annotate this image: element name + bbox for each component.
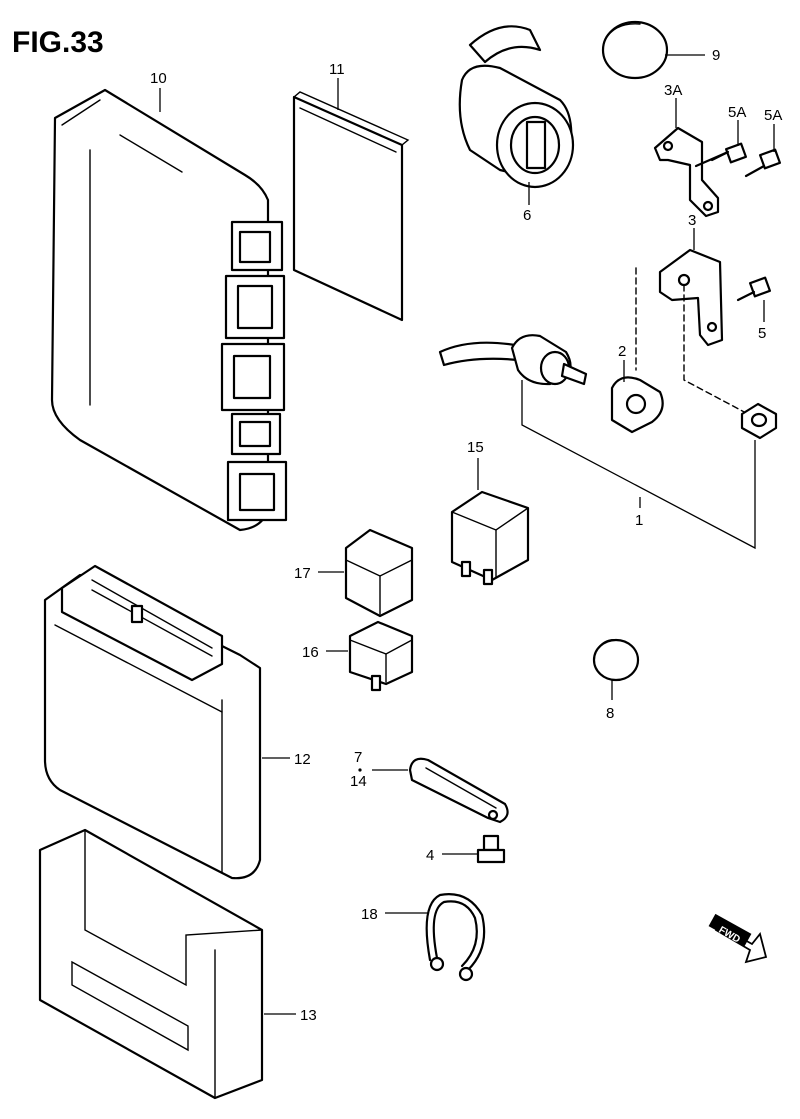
fwd-arrow-badge: FWD: [708, 913, 768, 964]
callout-11: 11: [329, 61, 345, 78]
part-8-grommet: [592, 638, 640, 682]
callout-7: 7: [354, 749, 362, 766]
callout-4: 4: [426, 847, 434, 864]
part-1-sensor: [438, 334, 588, 386]
part-13-cover: [38, 828, 264, 1100]
callout-7-14-dot: [358, 768, 362, 772]
callout-10: 10: [150, 70, 167, 87]
part-11-pad: [292, 91, 410, 322]
part-9-cap: [601, 20, 669, 80]
callout-15: 15: [467, 439, 484, 456]
figure-title: FIG.33: [12, 26, 104, 59]
part-2-clip: [610, 376, 664, 434]
alignment-line-b: [683, 284, 749, 415]
callout-2: 2: [618, 343, 626, 360]
callout-8: 8: [606, 705, 614, 722]
callout-9: 9: [712, 47, 720, 64]
callout-12: 12: [294, 751, 311, 768]
part-16-relay: [348, 620, 414, 692]
callout-16: 16: [302, 644, 319, 661]
callout-18: 18: [361, 906, 378, 923]
callout-17: 17: [294, 565, 311, 582]
part-4-screw: [476, 834, 506, 864]
part-3-bracket: [658, 248, 724, 347]
callout-3: 3: [688, 212, 696, 229]
part-18-clamp: [425, 893, 486, 982]
callout-6: 6: [523, 207, 531, 224]
callout-5a-1: 5A: [728, 104, 746, 121]
part-6-socket: [458, 25, 575, 189]
part-7-14-strap: [408, 757, 509, 824]
part-17-relay-cover: [344, 528, 414, 618]
part-3a-bracket: [653, 126, 720, 218]
part-1-nut: [740, 402, 778, 440]
part-5a-bolt-b: [744, 148, 782, 178]
callout-5: 5: [758, 325, 766, 342]
part-10-control-unit: [50, 88, 288, 532]
callout-3a: 3A: [664, 82, 682, 99]
callout-5a-2: 5A: [764, 107, 782, 124]
callout-14: 14: [350, 773, 367, 790]
callout-1: 1: [635, 512, 643, 529]
callout-13: 13: [300, 1007, 317, 1024]
part-15-relay: [450, 490, 530, 586]
bracket-line-1: [521, 380, 756, 550]
part-12-ecu: [43, 564, 262, 880]
part-5a-bolt-a: [694, 142, 748, 168]
part-5-bolt: [736, 276, 772, 302]
